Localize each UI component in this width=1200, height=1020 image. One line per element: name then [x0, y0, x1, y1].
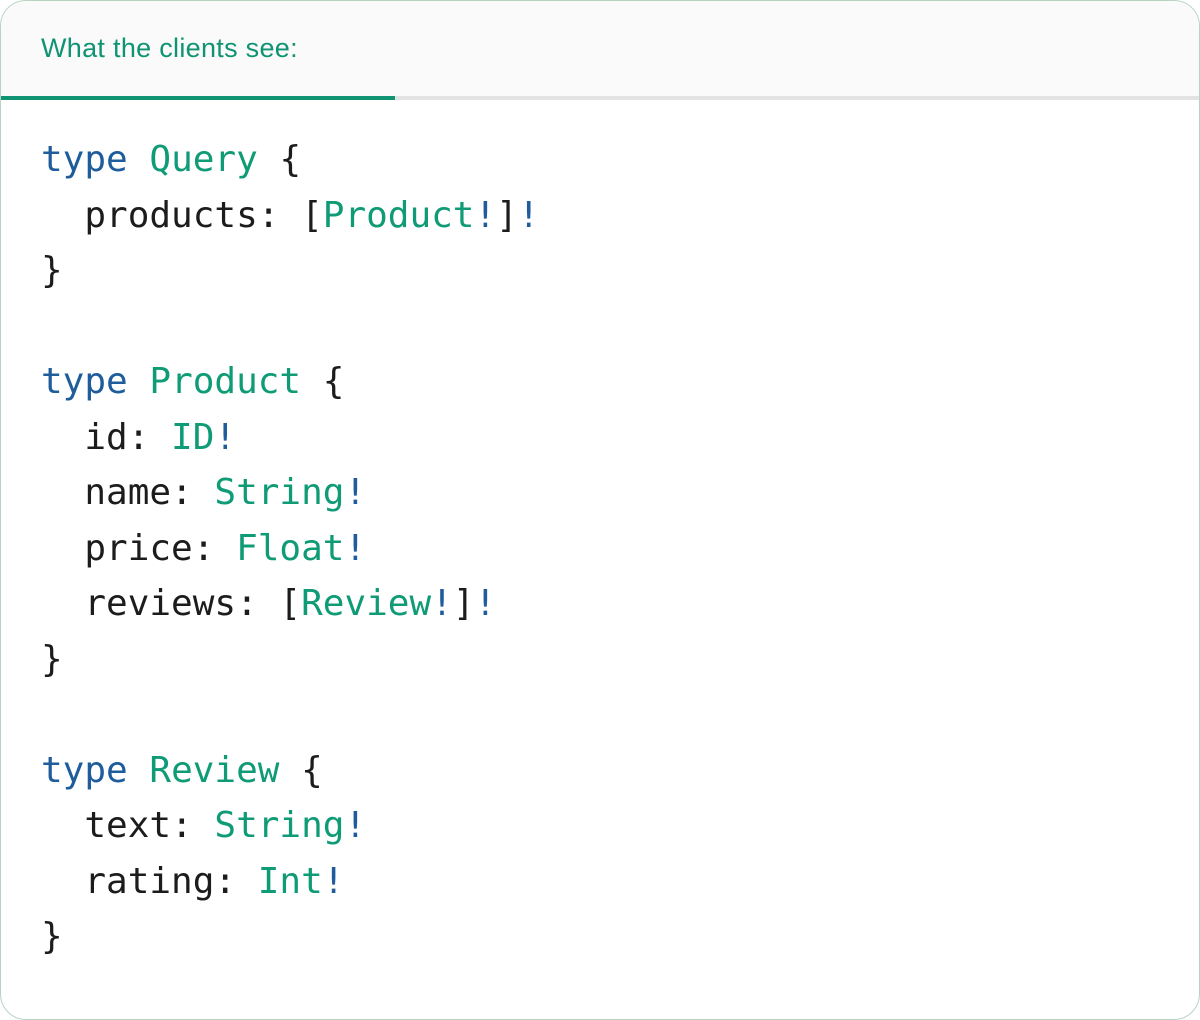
- code-token-p: [128, 139, 150, 180]
- tab-label: What the clients see:: [41, 33, 298, 63]
- code-token-p: [128, 750, 150, 791]
- tab-bar: What the clients see:: [1, 1, 1199, 100]
- graphql-schema-code: type Query { products: [Product!]! } typ…: [1, 100, 1199, 965]
- code-line: type Review {: [41, 750, 323, 791]
- code-line: rating: Int!: [41, 861, 344, 902]
- code-token-p: }: [41, 916, 63, 957]
- tab-clients-view[interactable]: What the clients see:: [1, 1, 298, 96]
- code-token-p: ]: [496, 194, 518, 236]
- code-token-p: products: [: [41, 194, 323, 236]
- code-token-t: String: [214, 472, 345, 513]
- code-token-b: !: [344, 472, 367, 513]
- code-token-t: Float: [236, 527, 345, 569]
- code-token-k: type: [41, 749, 128, 791]
- code-token-k: type: [41, 139, 128, 180]
- code-token-b: !: [517, 194, 540, 236]
- code-token-p: name:: [41, 472, 215, 513]
- code-token-p: text:: [41, 805, 215, 846]
- code-line: type Product {: [41, 361, 344, 402]
- code-line: price: Float!: [41, 528, 366, 569]
- code-token-b: !: [474, 194, 497, 236]
- code-token-p: reviews: [: [41, 583, 302, 624]
- code-token-k: type: [41, 361, 128, 402]
- code-token-b: !: [474, 583, 497, 624]
- code-token-p: {: [301, 361, 345, 402]
- code-token-t: Review: [149, 749, 280, 791]
- code-token-b: !: [214, 416, 237, 458]
- code-token-b: !: [344, 527, 367, 569]
- code-token-p: rating:: [41, 860, 258, 902]
- code-line: id: ID!: [41, 417, 236, 458]
- code-token-b: !: [431, 583, 453, 624]
- code-token-b: !: [344, 805, 367, 846]
- code-token-t: String: [214, 805, 345, 846]
- code-token-p: [128, 361, 150, 402]
- code-token-p: ]: [452, 583, 475, 624]
- code-token-t: ID: [171, 416, 215, 458]
- code-token-p: {: [279, 749, 323, 791]
- code-token-p: }: [41, 638, 63, 680]
- code-token-p: price:: [41, 527, 237, 569]
- code-token-t: Review: [301, 583, 432, 624]
- code-line: }: [41, 639, 63, 680]
- code-token-b: !: [322, 860, 345, 902]
- code-line: name: String!: [41, 472, 366, 513]
- code-line: products: [Product!]!: [41, 194, 540, 236]
- code-token-t: Query: [149, 139, 258, 180]
- code-line: text: String!: [41, 805, 366, 846]
- active-tab-indicator: [1, 96, 395, 100]
- code-token-t: Product: [149, 361, 302, 402]
- code-token-t: Product: [322, 194, 475, 236]
- code-token-t: Int: [257, 860, 323, 902]
- code-token-p: }: [41, 250, 63, 291]
- code-line: reviews: [Review!]!: [41, 583, 496, 624]
- code-line: type Query {: [41, 139, 301, 180]
- code-line: }: [41, 916, 63, 957]
- code-line: }: [41, 250, 63, 291]
- code-token-p: id:: [41, 416, 172, 458]
- code-token-p: {: [257, 139, 302, 180]
